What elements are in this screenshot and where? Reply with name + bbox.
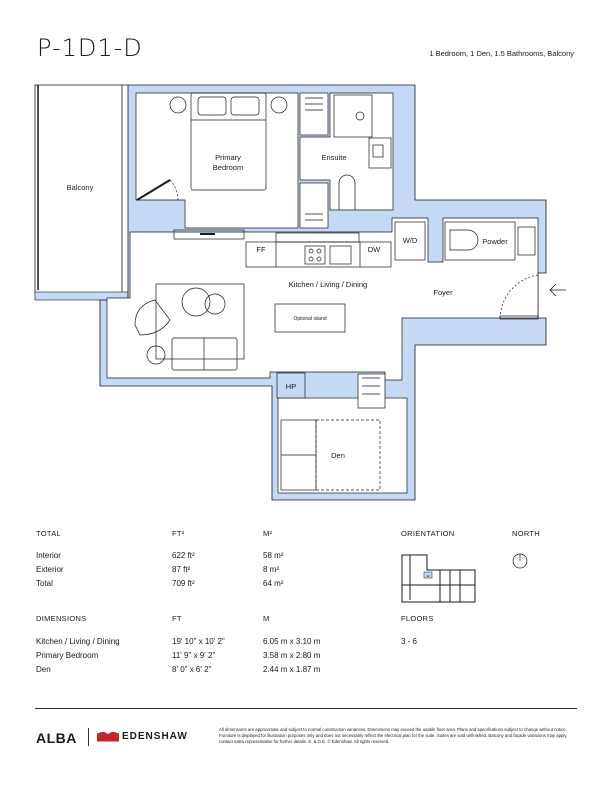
area-label: Exterior xyxy=(36,565,64,574)
area-ft: 622 ft² xyxy=(172,551,195,560)
page-title: P-1D1-D xyxy=(37,34,143,62)
north-heading: NORTH xyxy=(512,529,541,538)
room-label-powder: Powder xyxy=(482,237,508,246)
room-label-bedroom-1: Primary xyxy=(215,153,241,162)
label-washer-dryer: W/D xyxy=(403,236,418,245)
area-ft: 87 ft² xyxy=(172,565,191,574)
area-m: 8 m² xyxy=(263,565,279,574)
arrow-left-icon xyxy=(549,283,566,297)
areas-ft-heading: FT² xyxy=(172,529,185,538)
area-label: Total xyxy=(36,579,53,588)
dimension-m: 6.05 m x 3.10 m xyxy=(263,637,321,646)
dimension-m: 3.58 m x 2.80 m xyxy=(263,651,321,660)
label-fridge: FF xyxy=(256,245,266,254)
room-label-ensuite: Ensuite xyxy=(321,153,346,162)
north-compass-icon xyxy=(512,553,528,569)
edenshaw-wordmark: EDENSHAW xyxy=(122,731,188,742)
floors-value: 3 - 6 xyxy=(401,637,418,646)
interior-spaces xyxy=(106,92,539,494)
bedroom-furniture xyxy=(136,92,288,240)
room-label-foyer: Foyer xyxy=(433,288,453,297)
dimensions-ft-heading: FT xyxy=(172,614,182,623)
room-label-kitchen-living-dining: Kitchen / Living / Dining xyxy=(289,280,367,289)
area-label: Interior xyxy=(36,551,61,560)
dimension-ft: 19' 10" x 10' 2" xyxy=(172,637,225,646)
area-m: 58 m² xyxy=(263,551,284,560)
dimension-ft: 8' 0" x 6' 2" xyxy=(172,665,212,674)
dimension-label: Den xyxy=(36,665,51,674)
room-label-balcony: Balcony xyxy=(67,183,94,192)
living-furniture xyxy=(134,283,381,491)
key-plan-unit-label: 12 xyxy=(426,574,430,578)
kitchen-counter xyxy=(245,221,539,320)
dimension-ft: 11' 9" x 9' 2" xyxy=(172,651,216,660)
room-label-bedroom-2: Bedroom xyxy=(213,163,243,172)
ensuite-fixtures xyxy=(305,94,392,221)
orientation-key-plan xyxy=(401,554,476,603)
edenshaw-logo: EDENSHAW xyxy=(97,731,188,742)
disclaimer: All dimensions are approximate and subje… xyxy=(219,727,568,744)
label-dishwasher: DW xyxy=(368,245,381,254)
balcony xyxy=(34,84,129,301)
area-m: 64 m² xyxy=(263,579,284,588)
room-label-den: Den xyxy=(331,451,345,460)
orientation-heading: ORIENTATION xyxy=(401,529,455,538)
heat-pump xyxy=(276,372,306,399)
area-ft: 709 ft² xyxy=(172,579,195,588)
dimensions-heading: DIMENSIONS xyxy=(36,614,87,623)
areas-m-heading: M² xyxy=(263,529,273,538)
areas-heading: TOTAL xyxy=(36,529,61,538)
dimensions-m-heading: M xyxy=(263,614,270,623)
dimension-m: 2.44 m x 1.87 m xyxy=(263,665,321,674)
logo-separator xyxy=(88,728,89,746)
alba-logo: ALBA xyxy=(36,730,77,746)
footer-divider xyxy=(35,708,577,709)
label-optional-island: Optional island xyxy=(293,316,326,322)
floors-heading: FLOORS xyxy=(401,614,434,623)
dimension-label: Primary Bedroom xyxy=(36,651,99,660)
unit-summary: 1 Bedroom, 1 Den, 1.5 Bathrooms, Balcony xyxy=(429,49,574,58)
label-hp: HP xyxy=(286,382,296,391)
edenshaw-mark-icon xyxy=(97,731,119,742)
dimension-label: Kitchen / Living / Dining xyxy=(36,637,120,646)
